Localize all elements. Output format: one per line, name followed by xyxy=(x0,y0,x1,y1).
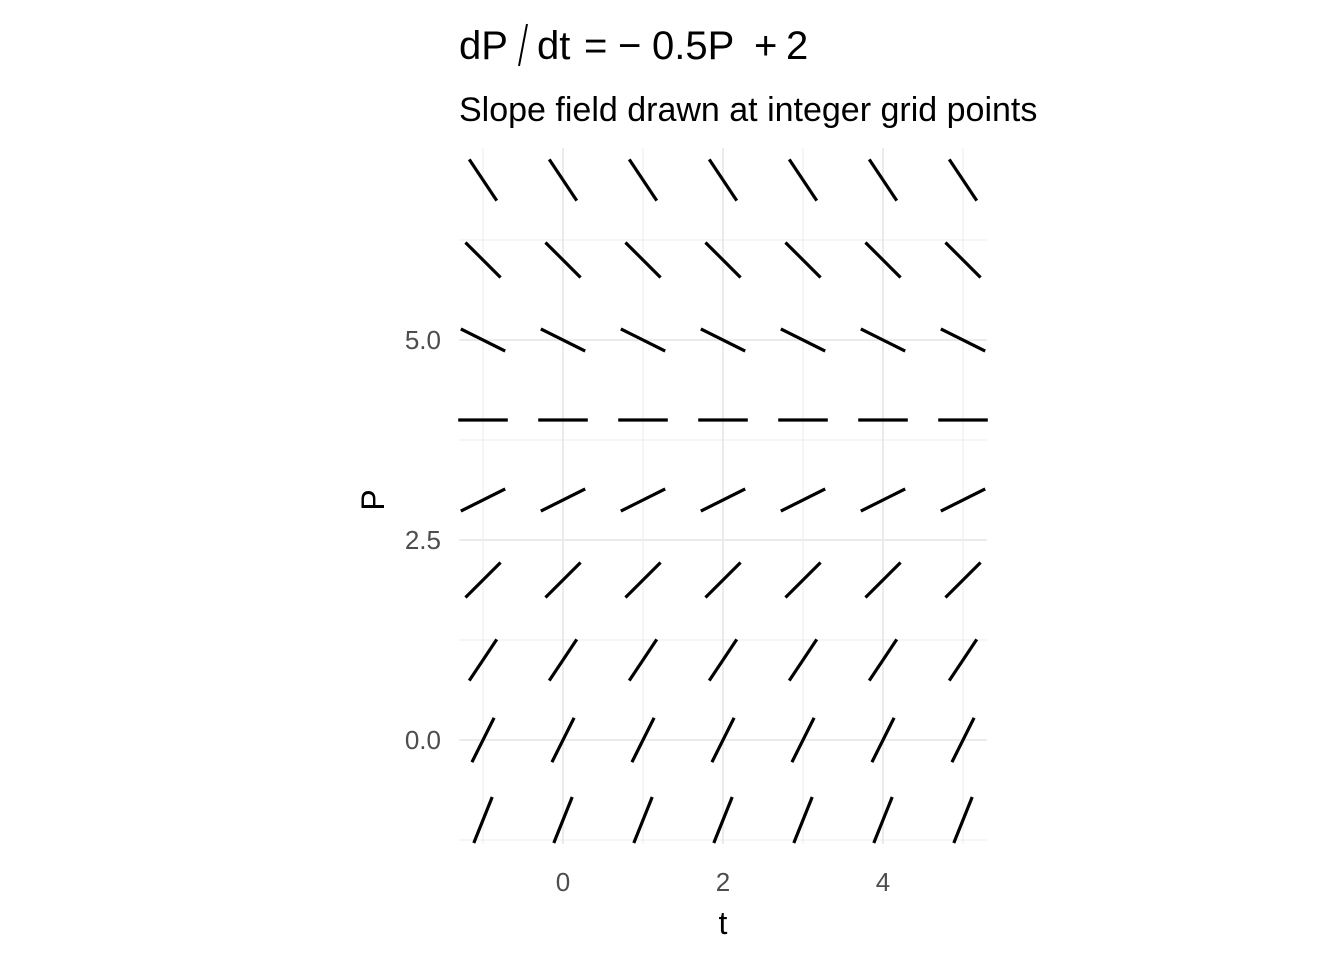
slope-segment xyxy=(790,717,816,763)
title-equals: = xyxy=(584,24,607,68)
title-denominator: dt xyxy=(537,24,570,68)
slope-segment xyxy=(860,327,906,353)
slope-segment xyxy=(792,796,814,844)
slope-segment xyxy=(707,638,739,682)
slope-segment xyxy=(464,241,502,279)
slope-segment xyxy=(552,796,574,844)
slope-segment xyxy=(630,717,656,763)
slope-segment xyxy=(947,638,979,682)
slope-segment xyxy=(787,638,819,682)
slope-segment xyxy=(940,327,986,353)
slope-segment xyxy=(787,158,819,202)
slope-segment xyxy=(624,561,662,599)
slope-segment xyxy=(460,487,506,513)
slope-segment xyxy=(544,561,582,599)
slope-segment xyxy=(707,158,739,202)
slope-segment xyxy=(947,158,979,202)
slope-segment xyxy=(944,561,982,599)
slope-segment xyxy=(864,561,902,599)
slope-segment xyxy=(867,638,899,682)
title-minus: − xyxy=(618,24,641,68)
slope-segment xyxy=(864,241,902,279)
y-tick-label: 5.0 xyxy=(405,325,441,355)
slope-segment xyxy=(710,717,736,763)
slope-segment xyxy=(460,327,506,353)
slope-segment xyxy=(870,717,896,763)
slope-segment xyxy=(470,717,496,763)
slope-segment xyxy=(784,241,822,279)
slope-segment xyxy=(940,487,986,513)
slope-segment xyxy=(620,327,666,353)
slope-segment xyxy=(632,796,654,844)
slope-segment xyxy=(547,158,579,202)
y-tick-label: 0.0 xyxy=(405,725,441,755)
title-fraction-slash xyxy=(518,23,528,67)
title-plus: + xyxy=(754,24,777,68)
title-numerator: dP xyxy=(459,24,508,68)
slope-segment xyxy=(704,561,742,599)
chart-subtitle: Slope field drawn at integer grid points xyxy=(459,91,1037,129)
slope-segment xyxy=(544,241,582,279)
slope-segment xyxy=(860,487,906,513)
x-axis-label: t xyxy=(719,905,728,941)
slope-segment xyxy=(620,487,666,513)
slope-segment xyxy=(627,158,659,202)
slope-segment xyxy=(784,561,822,599)
slope-segment xyxy=(780,487,826,513)
y-axis-label: P xyxy=(355,489,391,510)
slope-segment xyxy=(867,158,899,202)
slope-segment xyxy=(950,717,976,763)
x-tick-label: 2 xyxy=(716,867,730,897)
slope-segment xyxy=(547,638,579,682)
slope-segment xyxy=(550,717,576,763)
slope-segment xyxy=(464,561,502,599)
slope-segment xyxy=(540,487,586,513)
slope-segment xyxy=(780,327,826,353)
tick-labels: 0 2 4 0.0 2.5 5.0 xyxy=(405,325,890,897)
y-tick-label: 2.5 xyxy=(405,525,441,555)
slope-segment xyxy=(627,638,659,682)
slope-segment xyxy=(872,796,894,844)
x-tick-label: 0 xyxy=(556,867,570,897)
slope-segment xyxy=(472,796,494,844)
slope-segment xyxy=(700,327,746,353)
chart-title: dP dt = − 0.5P + 2 xyxy=(459,23,808,68)
x-tick-label: 4 xyxy=(876,867,890,897)
slope-segment xyxy=(944,241,982,279)
slope-segment xyxy=(624,241,662,279)
slope-segment xyxy=(952,796,974,844)
title-term: 0.5P xyxy=(652,24,734,68)
slope-segment xyxy=(700,487,746,513)
slope-segment xyxy=(467,638,499,682)
slope-segment xyxy=(712,796,734,844)
title-constant: 2 xyxy=(786,24,808,68)
slope-segment xyxy=(540,327,586,353)
slope-segment xyxy=(704,241,742,279)
slope-segments xyxy=(458,158,988,844)
slope-segment xyxy=(467,158,499,202)
